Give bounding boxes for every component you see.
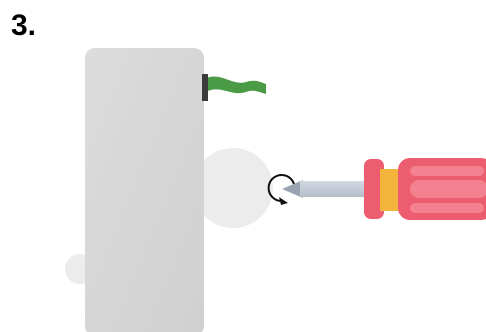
wire-connector: [202, 74, 208, 101]
screwdriver-collar: [364, 159, 384, 219]
handle-ridge-bottom: [410, 203, 484, 213]
screw-head: [193, 148, 273, 228]
screwdriver-band: [380, 169, 400, 211]
handle-ridge-middle: [410, 180, 486, 198]
handle-ridge-top: [410, 166, 484, 176]
green-wire: [202, 74, 266, 101]
screwdriver-tip: [282, 180, 303, 198]
device-body: [85, 48, 204, 332]
clockwise-arrow-icon: [267, 174, 296, 205]
screwdriver-shaft: [300, 181, 368, 197]
screwdriver: [282, 158, 486, 220]
step-number: 3.: [11, 9, 37, 42]
